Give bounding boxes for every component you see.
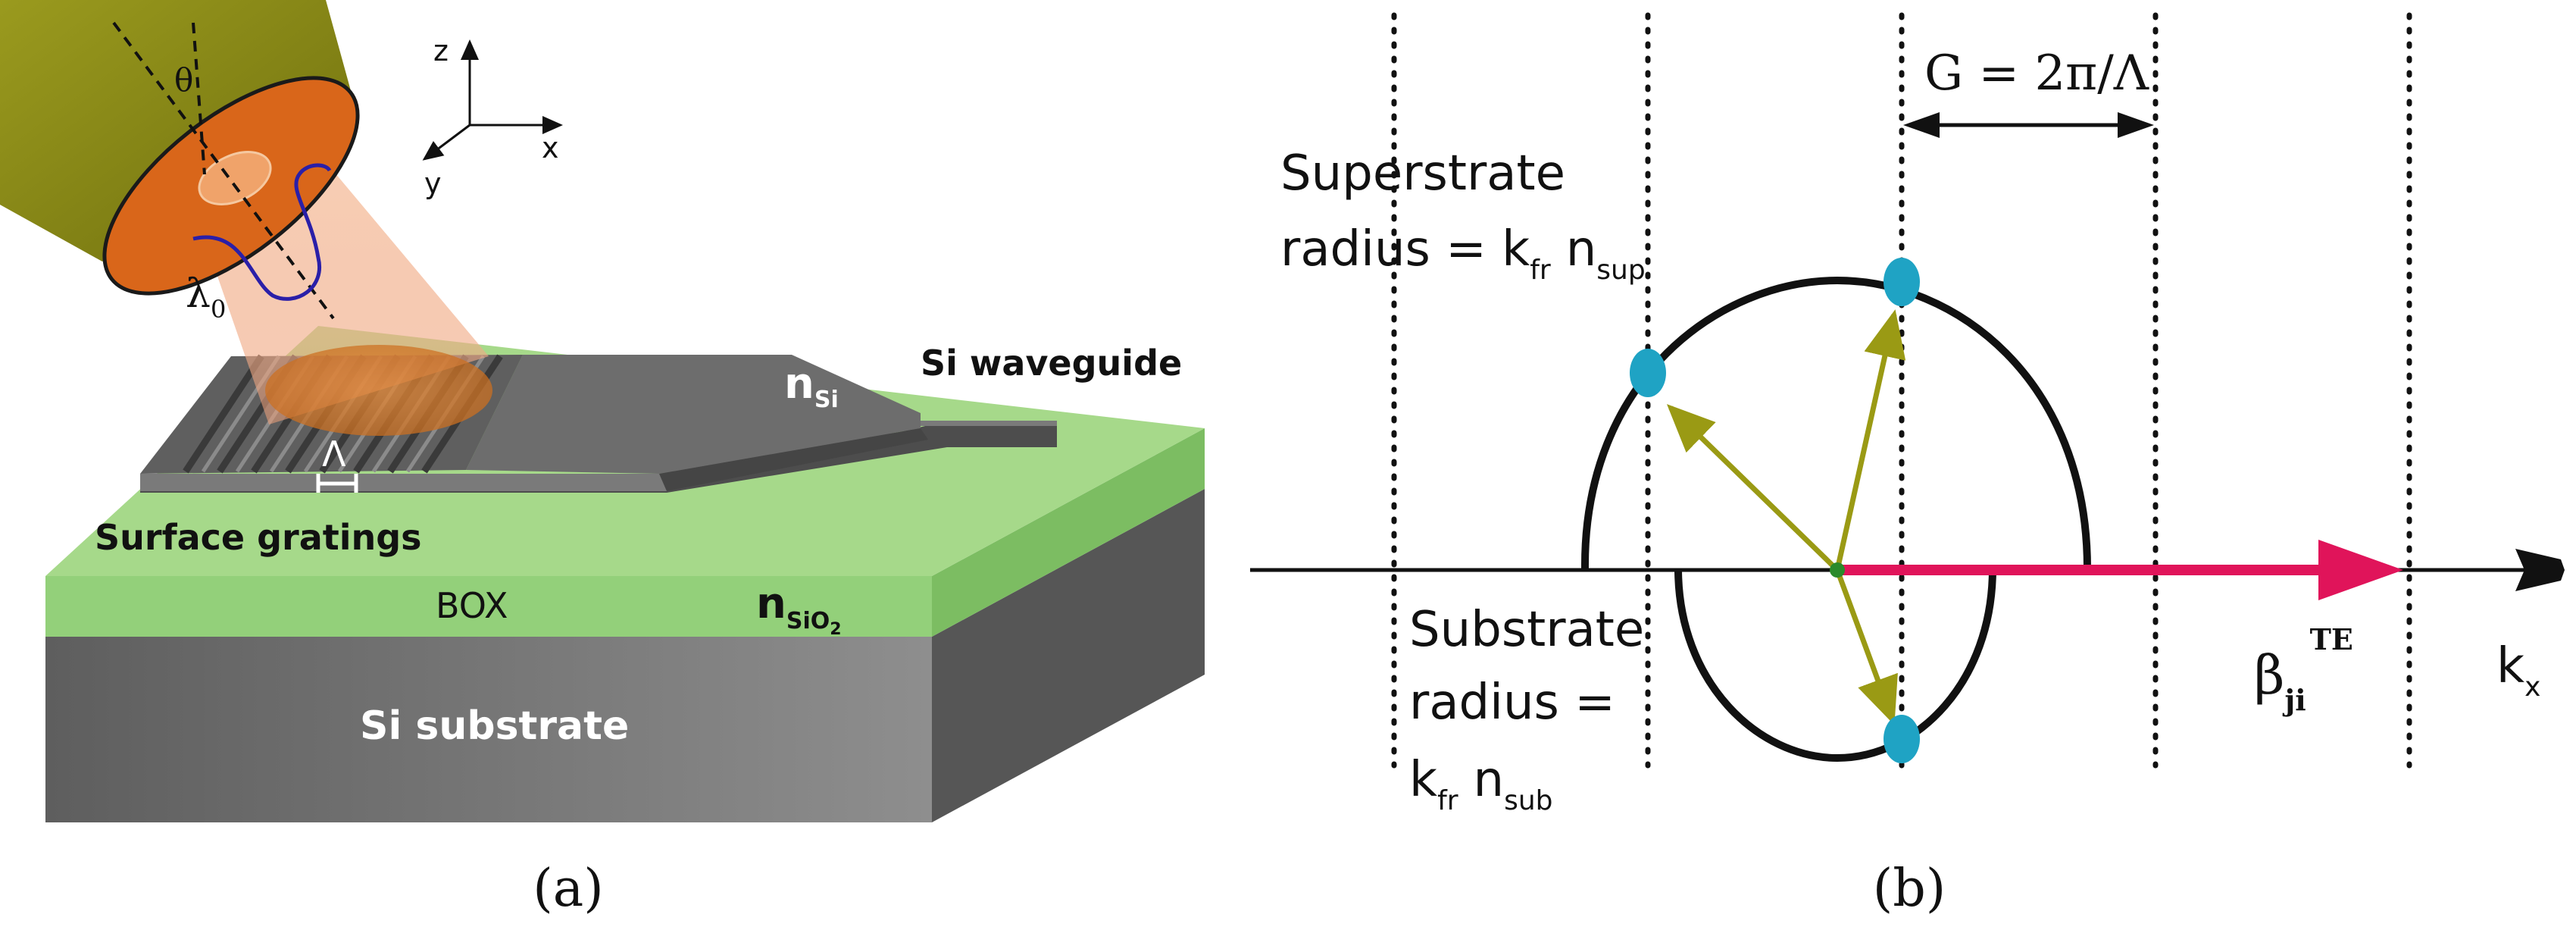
n-sio2-label: nSiO2	[756, 579, 842, 639]
substrate-label-line1: Substrate	[1409, 602, 1644, 658]
fiber-body	[0, 0, 356, 262]
k-vectors	[1666, 309, 1906, 725]
fiber-axis	[112, 21, 335, 320]
box-layer-side	[932, 428, 1205, 637]
superstrate-label-line1: Superstrate	[1280, 146, 1565, 202]
wavelength-label: λ0	[186, 271, 226, 324]
caption-b: (b)	[1873, 859, 1946, 919]
coordinate-axes	[422, 39, 563, 161]
intersection-point-2	[1884, 258, 1920, 306]
surface-gratings-label: Surface gratings	[95, 517, 422, 558]
kx-label: kx	[2496, 638, 2540, 703]
box-label: BOX	[436, 585, 508, 626]
si-waveguide-label: Si waveguide	[921, 343, 1182, 384]
axis-x-label: x	[542, 131, 559, 164]
panel-a: θ λ0 z x y Λ Si waveguide nSi Surface gr…	[0, 0, 1205, 919]
taper-face	[659, 428, 928, 491]
taper	[466, 355, 921, 474]
axis-y-label: y	[424, 167, 442, 200]
intersection-point-3	[1884, 715, 1920, 763]
si-substrate-label: Si substrate	[360, 703, 629, 749]
wavelength-curve	[192, 163, 332, 301]
intersection-point-1	[1630, 349, 1666, 397]
period-label: Λ	[322, 434, 346, 474]
si-substrate-side	[932, 489, 1205, 822]
beam-spot	[265, 345, 492, 436]
caption-a: (a)	[533, 859, 604, 919]
g-arrowhead-left	[1903, 112, 1940, 138]
axis-z-label: z	[433, 34, 449, 67]
g-label: G = 2π/Λ	[1924, 45, 2149, 102]
g-arrowhead-right	[2118, 112, 2154, 138]
substrate-label-line2: radius =	[1409, 675, 1615, 731]
box-layer-front	[45, 576, 932, 637]
si-substrate-front	[45, 637, 932, 822]
grating-top	[140, 421, 1057, 491]
beta-arrowhead	[2318, 540, 2403, 600]
origin-point	[1830, 562, 1845, 578]
substrate-circle	[1674, 568, 1996, 763]
grating-slab	[140, 421, 1057, 493]
theta-label: θ	[174, 61, 193, 99]
kx-axis-arrowhead	[2515, 549, 2565, 591]
superstrate-circle	[1580, 276, 2091, 569]
n-si-label: nSi	[784, 359, 839, 413]
beta-label: βjiTE	[2254, 622, 2353, 717]
surface-normal	[192, 22, 206, 175]
